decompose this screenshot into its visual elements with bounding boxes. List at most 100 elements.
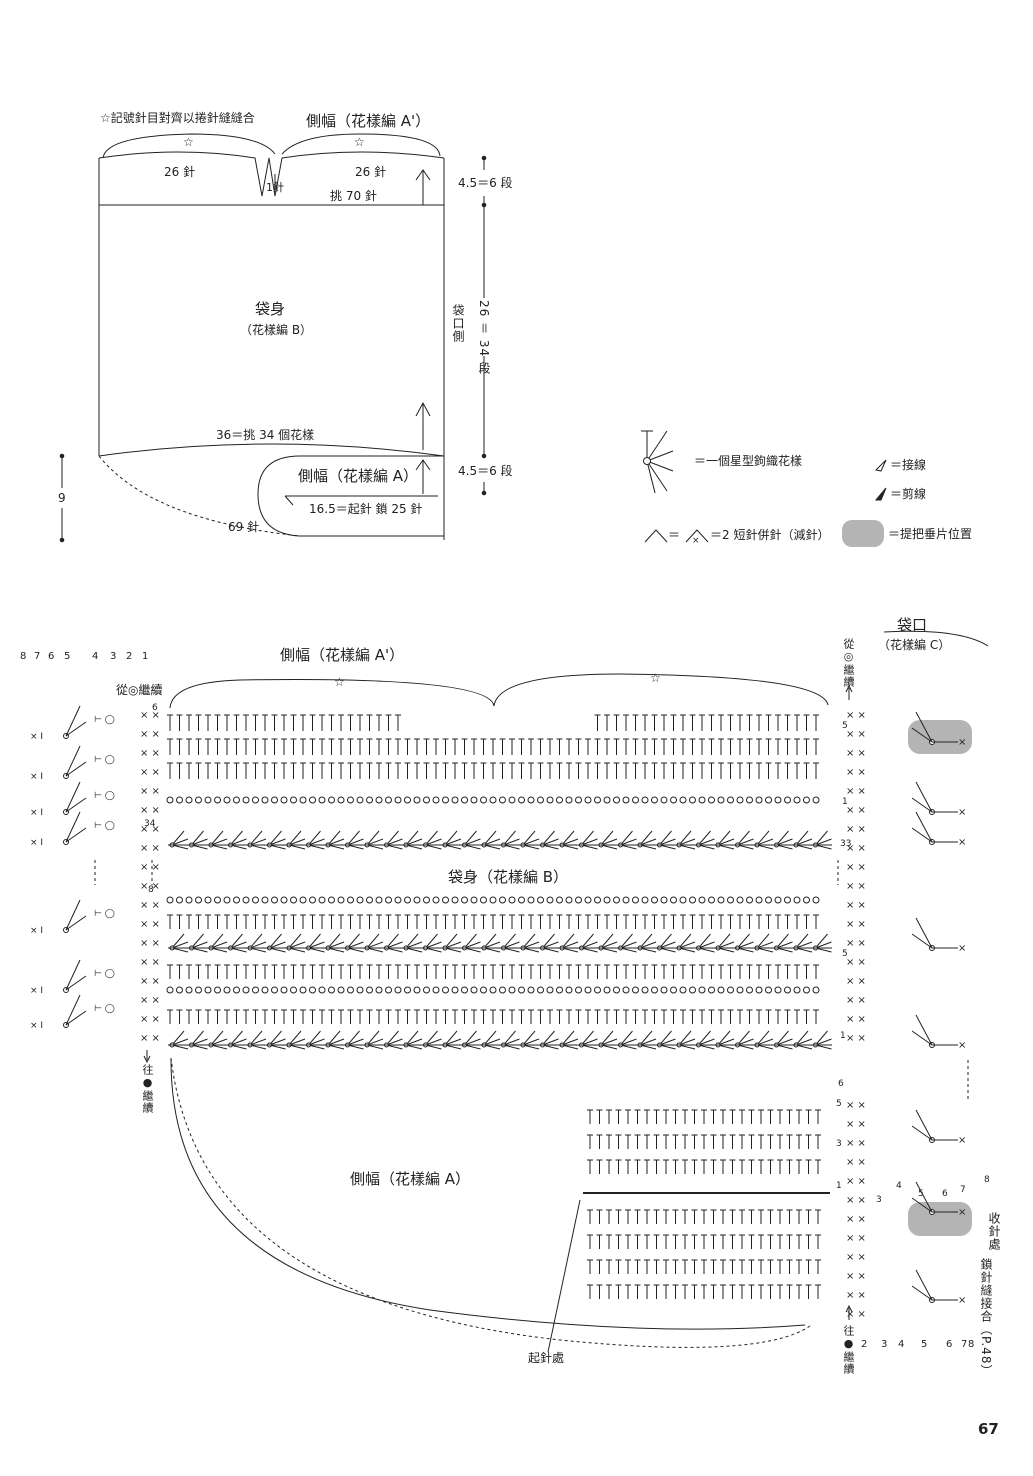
star-ray <box>815 1038 832 1046</box>
chain-loop <box>195 796 202 804</box>
chain-loop <box>784 986 791 994</box>
chain-loop <box>736 896 744 904</box>
star-ray <box>386 838 403 846</box>
star-ray <box>911 1030 933 1046</box>
star-ray <box>911 797 933 813</box>
star-ray <box>698 947 715 953</box>
star-ray <box>620 838 637 846</box>
star-ray <box>65 761 87 777</box>
chain-loop <box>290 986 297 994</box>
chain-loop <box>679 796 687 804</box>
chain-loop <box>679 896 687 904</box>
star-ray <box>756 830 770 846</box>
star-ray <box>776 1038 793 1046</box>
star-ray <box>65 899 81 931</box>
chain-loop <box>670 796 677 804</box>
star-ray <box>915 711 933 743</box>
chain-loop <box>166 986 174 994</box>
star-ray <box>230 933 243 949</box>
chain-loop <box>223 896 231 904</box>
body-title: 袋身 <box>255 300 286 318</box>
star-ray <box>386 947 403 953</box>
chain-loop <box>252 896 259 904</box>
star-ray <box>483 933 497 949</box>
sc-stitch-pair: × × <box>140 843 160 854</box>
sc-stitch-pair: × × <box>140 900 160 911</box>
star-ray <box>717 933 731 949</box>
star-ray <box>659 947 676 953</box>
chain-loop <box>366 796 373 804</box>
chain-loop <box>632 986 639 994</box>
chain-loop <box>584 796 592 804</box>
chain-loop <box>366 986 373 994</box>
chain-loop <box>375 796 383 804</box>
side-a-prime-title: 側幅（花樣編 A'） <box>306 112 431 130</box>
star-ray <box>288 830 302 846</box>
chain-loop <box>480 796 487 804</box>
pick-36: 36＝挑 34 個花樣 <box>216 428 315 442</box>
chain-loop <box>603 896 611 904</box>
star-ray <box>795 830 809 846</box>
chain-loop <box>537 986 544 994</box>
star-ray <box>795 1038 813 1046</box>
star-ray <box>639 830 653 846</box>
star-ray <box>659 933 672 949</box>
star-ray <box>483 838 501 846</box>
chain-loop <box>204 796 212 804</box>
star-ray <box>327 947 345 953</box>
chain-loop <box>670 896 677 904</box>
star-ray <box>65 1010 87 1026</box>
chain-loop <box>584 986 592 994</box>
chain-loop <box>176 896 183 904</box>
chain-loop <box>223 986 231 994</box>
star-ray <box>659 838 676 846</box>
chain-loop <box>698 896 706 904</box>
chain-loop <box>394 796 402 804</box>
star-ray <box>756 1038 774 1046</box>
chain-loop <box>641 796 649 804</box>
star-ray <box>464 933 477 949</box>
sc-stitch-pair: × × <box>846 1252 866 1263</box>
chain-loop <box>233 986 240 994</box>
right-num-6: 6 <box>942 1189 948 1199</box>
chain-loop <box>632 796 639 804</box>
chain-glyph: ⊢ ◯ <box>94 969 115 979</box>
chain-loop <box>613 796 620 804</box>
sc-stitch-pair: × × <box>846 824 866 835</box>
chain-loop <box>575 986 582 994</box>
row-mark-5c: 5 <box>836 1099 842 1109</box>
sc-stitch-pair: × × <box>846 729 866 740</box>
chain-loop <box>660 796 668 804</box>
chain-loop <box>337 986 345 994</box>
chain-loop <box>432 986 440 994</box>
bottom-num-6: 6 <box>946 1339 953 1350</box>
star-ray <box>366 830 380 846</box>
star-ray <box>386 844 403 850</box>
chain-loop <box>527 986 535 994</box>
sc-stitch-pair: × × <box>846 881 866 892</box>
star-ray <box>776 838 793 846</box>
chart-body-title: 袋身（花樣編 B） <box>444 870 573 885</box>
body-pattern: （花樣編 B） <box>240 323 313 337</box>
chain-loop <box>727 796 734 804</box>
right-num-7: 7 <box>960 1185 966 1195</box>
chain-loop <box>689 796 696 804</box>
sc-stitch-pair: × × <box>846 1157 866 1168</box>
chain-loop <box>489 896 497 904</box>
star-ray <box>717 1038 735 1046</box>
sc-stitch-pair: × × <box>846 995 866 1006</box>
star-ray <box>522 947 540 953</box>
sc-stitch-pair: × I <box>30 732 43 742</box>
star-ray <box>483 941 501 949</box>
star-ray <box>795 838 813 846</box>
sc-stitch-pair: × × <box>846 976 866 987</box>
star-ray <box>288 933 302 949</box>
chain-loop <box>565 986 573 994</box>
chain-loop <box>261 796 269 804</box>
star-ray <box>620 1030 633 1046</box>
star-ray <box>269 933 282 949</box>
star-right: ☆ <box>354 135 365 149</box>
star-ray <box>737 1044 754 1050</box>
chart-side-a-title: 側幅（花樣編 A） <box>350 1170 471 1188</box>
star-ray <box>815 941 832 949</box>
